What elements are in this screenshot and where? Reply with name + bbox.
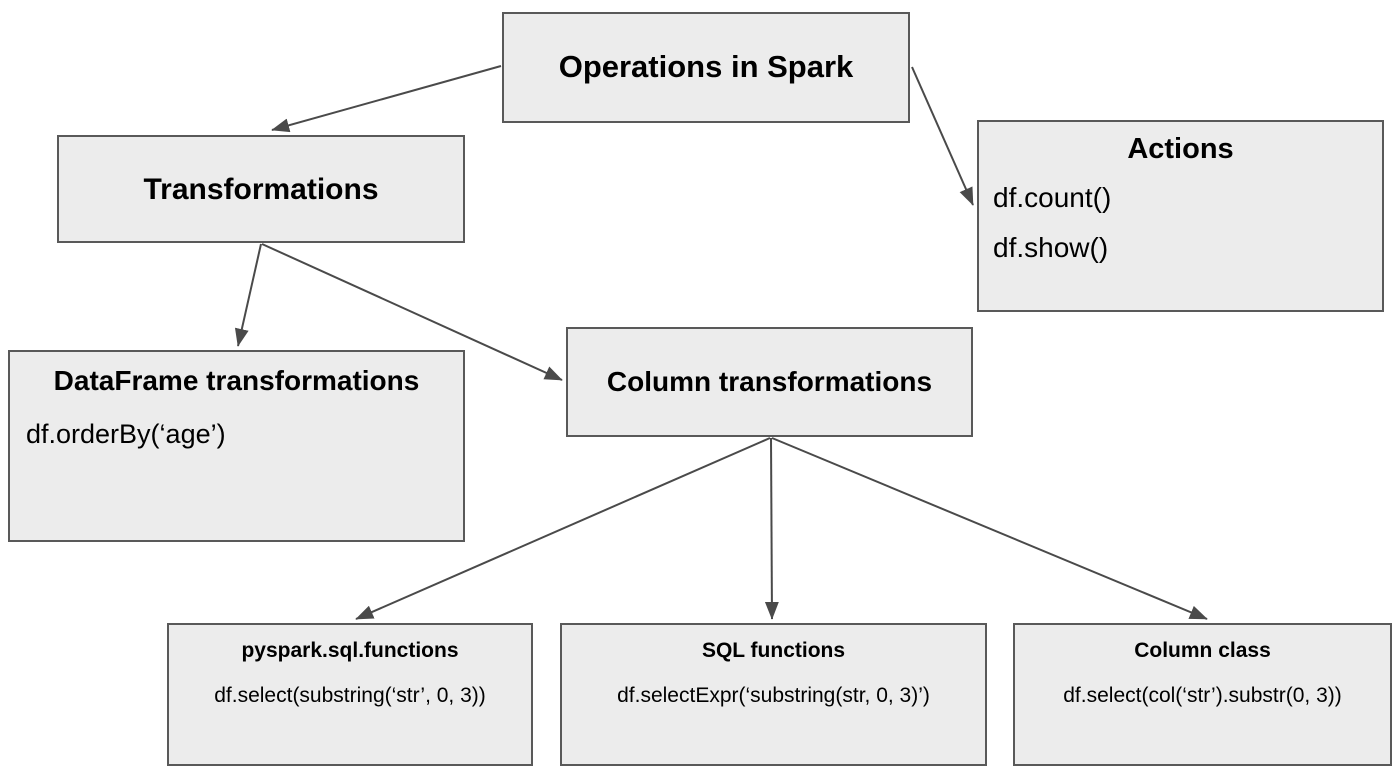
node-column-class[interactable]: Column class df.select(col(‘str’).substr… — [1013, 623, 1392, 766]
edge-col-transformations-to-column-class — [771, 437, 1208, 620]
node-title: Operations in Spark — [558, 49, 854, 85]
node-transformations[interactable]: Transformations — [57, 135, 465, 243]
edge-root-to-transformations — [271, 65, 502, 133]
node-pyspark-sql-functions[interactable]: pyspark.sql.functions df.select(substrin… — [167, 623, 533, 766]
node-code-line: df.count() — [993, 181, 1112, 213]
edge-col-transformations-to-sql-functions — [764, 437, 779, 620]
node-dataframe-transformations[interactable]: DataFrame transformations df.orderBy(‘ag… — [8, 350, 465, 542]
node-code-line: df.select(col(‘str’).substr(0, 3)) — [1063, 684, 1342, 708]
node-title: SQL functions — [701, 639, 846, 662]
node-title: Actions — [1127, 133, 1234, 165]
edge-transformations-to-df-transformations — [234, 243, 262, 347]
node-title: DataFrame transformations — [53, 365, 420, 396]
edge-root-to-actions — [911, 66, 974, 206]
node-code-line: df.show() — [993, 232, 1109, 264]
node-title: Transformations — [143, 172, 379, 206]
node-code-line: df.selectExpr(‘substring(str, 0, 3)’) — [617, 684, 930, 708]
node-operations-in-spark[interactable]: Operations in Spark — [502, 12, 910, 123]
node-title: Column class — [1134, 639, 1271, 662]
node-actions[interactable]: Actions df.count() df.show() — [977, 120, 1384, 312]
node-sql-functions[interactable]: SQL functions df.selectExpr(‘substring(s… — [560, 623, 987, 766]
node-column-transformations[interactable]: Column transformations — [566, 327, 973, 437]
node-code-line: df.select(substring(‘str’, 0, 3)) — [214, 684, 486, 708]
node-title: Column transformations — [606, 365, 933, 397]
node-title: pyspark.sql.functions — [241, 639, 459, 662]
node-code-line: df.orderBy(‘age’) — [26, 418, 226, 449]
